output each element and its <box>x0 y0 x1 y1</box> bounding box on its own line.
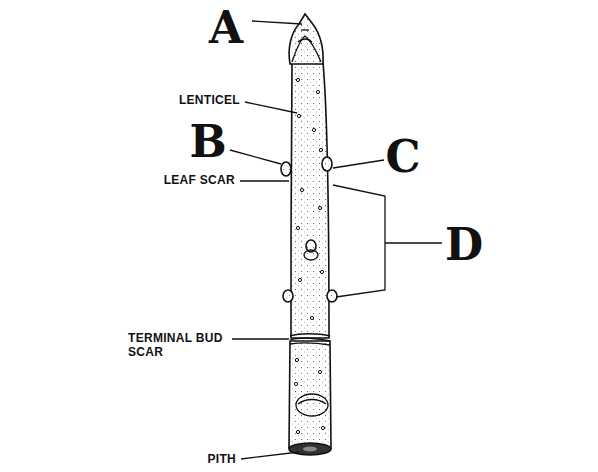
leader-line <box>241 452 299 459</box>
lateral-bud <box>283 290 293 302</box>
bud-scale <box>301 29 309 30</box>
lateral-bud <box>327 290 337 302</box>
terminal-bud <box>289 14 323 64</box>
lenticel <box>312 128 315 131</box>
leaf-scar <box>296 394 328 416</box>
callout-letter: A <box>209 6 243 50</box>
leader-line <box>245 102 297 113</box>
pith-end <box>289 443 331 455</box>
bud-scar-ring <box>290 338 330 341</box>
part-label: TERMINAL BUD SCAR <box>128 332 228 360</box>
lenticel <box>296 226 299 229</box>
lenticel <box>320 270 323 273</box>
lenticel <box>295 358 298 361</box>
bud-scale <box>292 36 321 62</box>
leader-line <box>252 21 302 24</box>
leader-line <box>232 338 289 339</box>
lenticel <box>296 78 299 81</box>
lenticel <box>316 90 319 93</box>
pith <box>303 447 317 452</box>
leaf-scar <box>304 250 318 260</box>
part-label: LEAF SCAR <box>164 174 235 188</box>
lenticel <box>321 426 324 429</box>
lenticel <box>300 188 303 191</box>
bud-scale <box>298 39 312 42</box>
leader-line <box>333 160 384 168</box>
lenticel <box>298 278 301 281</box>
lateral-bud <box>322 157 332 171</box>
bracket <box>333 185 442 297</box>
lenticel <box>318 370 321 373</box>
lenticel <box>296 430 299 433</box>
stem-lower <box>289 341 331 448</box>
callout-letter: B <box>189 120 226 164</box>
lateral-bud <box>281 162 291 176</box>
callout-letter: D <box>445 223 483 267</box>
lenticel <box>319 148 322 151</box>
lenticel <box>294 382 297 385</box>
leader-line <box>230 150 281 164</box>
bud-scar-ring <box>290 334 330 336</box>
lenticel <box>297 114 300 117</box>
lenticel <box>318 206 321 209</box>
lenticel <box>310 316 313 319</box>
stem-upper <box>291 62 329 338</box>
callout-letter: C <box>385 135 420 179</box>
leaf-scar <box>298 400 326 405</box>
leader-line <box>240 180 289 181</box>
bud-scar-ring <box>290 343 330 345</box>
part-label: PITH <box>207 453 236 467</box>
part-label: LENTICEL <box>179 94 240 108</box>
